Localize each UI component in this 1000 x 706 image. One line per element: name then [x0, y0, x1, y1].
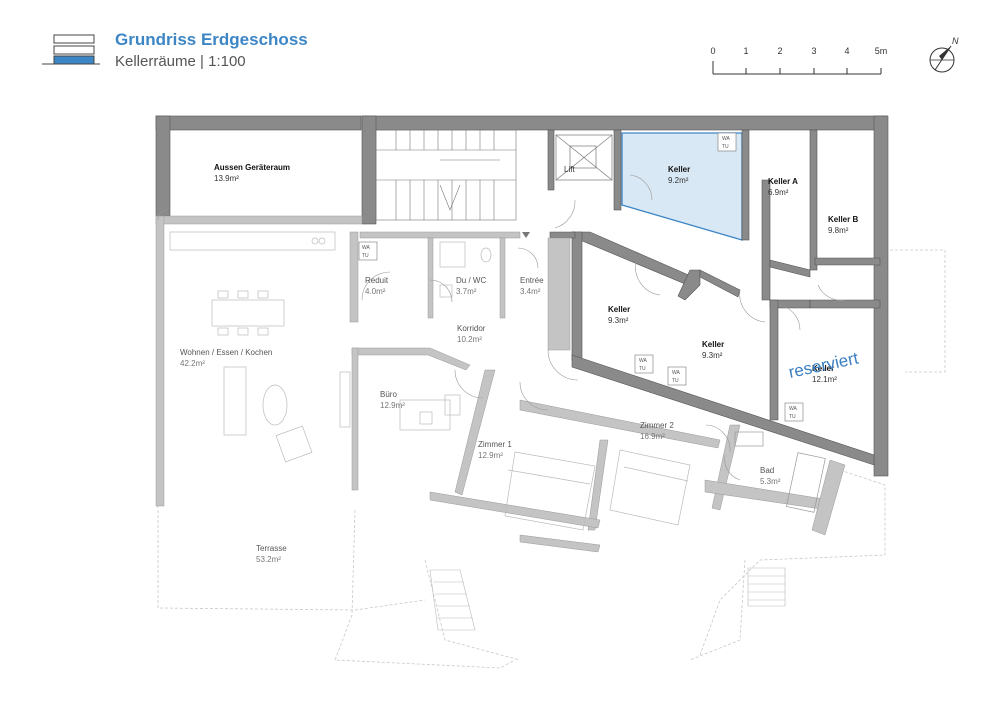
- room-keller-mid-area: 9.3m²: [608, 316, 629, 325]
- page-title: Grundriss Erdgeschoss: [115, 30, 308, 49]
- tu-label-1: TU: [722, 144, 729, 150]
- room-du-wc-area: 3.7m²: [456, 287, 477, 296]
- bed-zimmer2: [609, 449, 691, 526]
- scale-tick-0: 0: [710, 46, 715, 56]
- room-keller-top-name: Keller: [668, 165, 690, 174]
- room-reduit-area: 4.0m²: [365, 287, 386, 296]
- scale-tick-5: 5m: [875, 46, 888, 56]
- room-zimmer1-area: 12.9m²: [478, 451, 503, 460]
- room-korridor-area: 10.2m²: [457, 335, 482, 344]
- room-korridor-name: Korridor: [457, 324, 486, 333]
- room-zimmer2-area: 16.9m²: [640, 432, 665, 441]
- ground-floor-walls: [155, 215, 846, 553]
- room-wohnen-name: Wohnen / Essen / Kochen: [180, 348, 272, 357]
- room-aussen-name: Aussen Geräteraum: [214, 163, 290, 172]
- room-entree-name: Entrée: [520, 276, 544, 285]
- room-keller-low-name: Keller: [702, 340, 724, 349]
- room-keller-a-name: Keller A: [768, 177, 798, 186]
- scale-bar: 0 1 2 3 4 5m: [710, 46, 888, 75]
- room-keller-mid-name: Keller: [608, 305, 630, 314]
- page-subtitle: Kellerräume | 1:100: [115, 53, 246, 70]
- room-bad-name: Bad: [760, 466, 774, 475]
- terrace-outline: [157, 469, 886, 669]
- room-lift-name: Lift: [564, 165, 575, 174]
- tu-label-5: TU: [362, 253, 369, 259]
- bathtub: [734, 431, 826, 513]
- tu-label-4: TU: [789, 414, 796, 420]
- room-wohnen-area: 42.2m²: [180, 359, 205, 368]
- office-desk: [399, 394, 461, 431]
- room-entree-area: 3.4m²: [520, 287, 541, 296]
- wa-label-4: WA: [789, 406, 798, 412]
- floor-level-icon: [42, 34, 100, 65]
- room-keller-top-area: 9.2m²: [668, 176, 689, 185]
- bed-zimmer1: [504, 451, 596, 531]
- lift-shaft: [555, 134, 613, 181]
- staircase: [375, 129, 517, 221]
- room-buero-name: Büro: [380, 390, 397, 399]
- wa-label-3: WA: [672, 370, 681, 376]
- wa-label-1: WA: [722, 136, 731, 142]
- living-furniture: [223, 366, 351, 463]
- room-keller-b-area: 9.8m²: [828, 226, 849, 235]
- room-keller-right-name: Keller: [812, 364, 834, 373]
- room-zimmer1-name: Zimmer 1: [478, 440, 512, 449]
- room-keller-low-area: 9.3m²: [702, 351, 723, 360]
- wa-tu-boxes: [358, 132, 804, 422]
- room-reduit-name: Reduit: [365, 276, 389, 285]
- room-du-wc-name: Du / WC: [456, 276, 486, 285]
- room-terrasse-name: Terrasse: [256, 544, 287, 553]
- tu-label-2: TU: [639, 366, 646, 372]
- wa-label-5: WA: [362, 245, 371, 251]
- room-buero-area: 12.9m²: [380, 401, 405, 410]
- kitchen-counter: [169, 231, 336, 251]
- wa-label-2: WA: [639, 358, 648, 364]
- wc-shower: [439, 241, 492, 298]
- dining-table: [211, 290, 285, 336]
- terrace-steps: [429, 567, 786, 631]
- room-keller-right-area: 12.1m²: [812, 375, 837, 384]
- tu-label-3: TU: [672, 378, 679, 384]
- scale-tick-4: 4: [844, 46, 849, 56]
- triangle-marker-icon: [522, 232, 530, 238]
- room-zimmer2-name: Zimmer 2: [640, 421, 674, 430]
- room-aussen-area: 13.9m²: [214, 174, 239, 183]
- room-keller-a-area: 6.9m²: [768, 188, 789, 197]
- room-keller-b-name: Keller B: [828, 215, 858, 224]
- room-terrasse-area: 53.2m²: [256, 555, 281, 564]
- balcony-outline: [880, 249, 946, 373]
- scale-tick-2: 2: [777, 46, 782, 56]
- north-label: N: [952, 36, 959, 46]
- north-arrow-icon: N: [929, 36, 959, 73]
- door-swings: [157, 174, 846, 481]
- scale-tick-1: 1: [743, 46, 748, 56]
- room-bad-area: 5.3m²: [760, 477, 781, 486]
- scale-tick-3: 3: [811, 46, 816, 56]
- basement-walls: [155, 115, 889, 477]
